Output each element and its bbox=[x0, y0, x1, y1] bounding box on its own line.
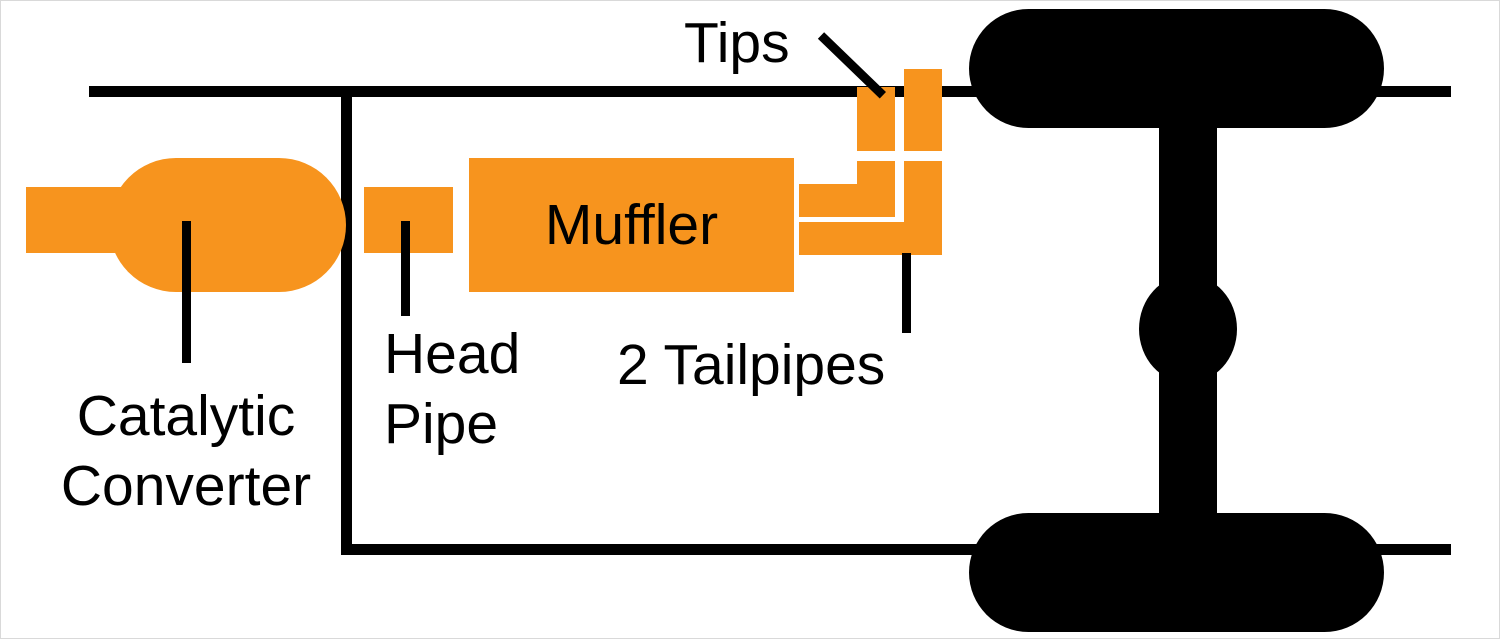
tire-top bbox=[969, 9, 1384, 128]
tailpipes-label: 2 Tailpipes bbox=[617, 333, 886, 397]
tailpipe-lower-horizontal bbox=[799, 222, 906, 255]
tailpipe-upper-vertical bbox=[857, 161, 895, 217]
tire-bottom bbox=[969, 513, 1384, 632]
pointer-tailpipes bbox=[902, 253, 911, 333]
frame-rail-bottom bbox=[341, 544, 1451, 555]
tailpipe-lower-vertical bbox=[904, 161, 942, 255]
pointer-head-pipe bbox=[401, 221, 410, 316]
frame-rail-top bbox=[89, 86, 1451, 97]
catalytic-label: Catalytic Converter bbox=[16, 381, 356, 521]
head-pipe-label: Head Pipe bbox=[384, 319, 520, 459]
catalytic-label-line1: Catalytic bbox=[76, 384, 296, 448]
catalytic-converter-body bbox=[109, 158, 346, 292]
frame-crossmember-left bbox=[341, 86, 352, 555]
catalytic-label-line2: Converter bbox=[60, 454, 312, 518]
muffler-label: Muffler bbox=[544, 192, 719, 257]
tip-left bbox=[857, 87, 895, 151]
head-pipe-label-line1: Head bbox=[384, 322, 521, 386]
pointer-catalytic bbox=[182, 221, 191, 363]
differential bbox=[1139, 275, 1237, 383]
tips-label: Tips bbox=[684, 11, 790, 75]
tip-right bbox=[904, 69, 942, 151]
muffler-body: Muffler bbox=[469, 158, 794, 292]
head-pipe-label-line2: Pipe bbox=[384, 392, 499, 456]
